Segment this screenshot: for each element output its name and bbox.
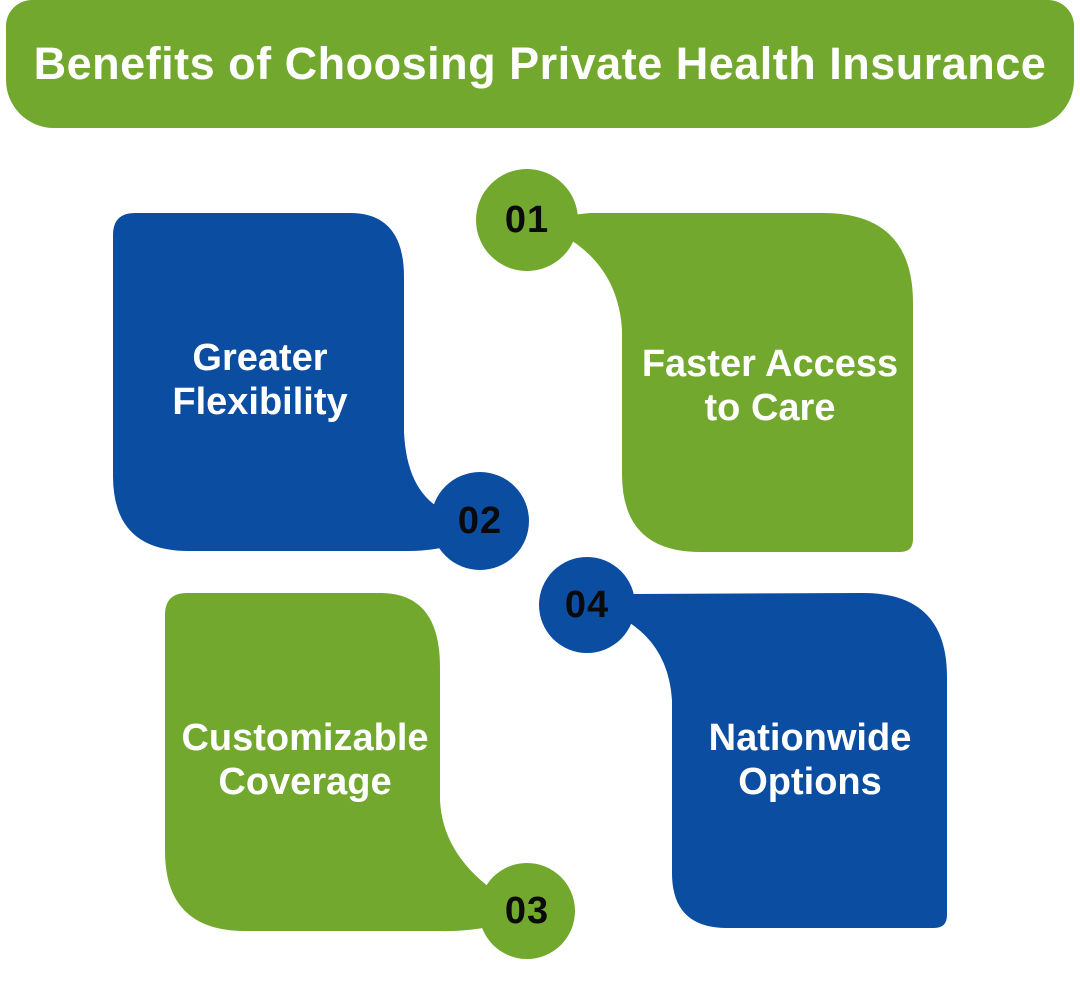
shape-customizable-coverage: [165, 593, 527, 932]
card-label-customizable-coverage: Customizable Coverage: [181, 717, 429, 804]
badge-number-04: 04: [564, 583, 610, 626]
badge-number-01: 01: [504, 198, 550, 241]
shape-faster-access: [527, 213, 913, 552]
page-title: Benefits of Choosing Private Health Insu…: [33, 38, 1047, 89]
card-label-faster-access: Faster Access to Care: [641, 343, 899, 430]
shape-greater-flexibility: [113, 213, 480, 551]
card-label-greater-flexibility: Greater Flexibility: [172, 337, 348, 424]
card-label-nationwide-options: Nationwide Options: [708, 717, 912, 804]
shape-nationwide-options: [587, 593, 947, 928]
badge-circle-04: [539, 557, 635, 653]
badge-number-03: 03: [504, 889, 550, 932]
badge-circle-03: [479, 863, 575, 959]
badge-circle-01: [476, 169, 578, 271]
header-banner: Benefits of Choosing Private Health Insu…: [6, 0, 1074, 128]
badge-circle-02: [431, 472, 529, 570]
badge-number-02: 02: [457, 499, 503, 542]
